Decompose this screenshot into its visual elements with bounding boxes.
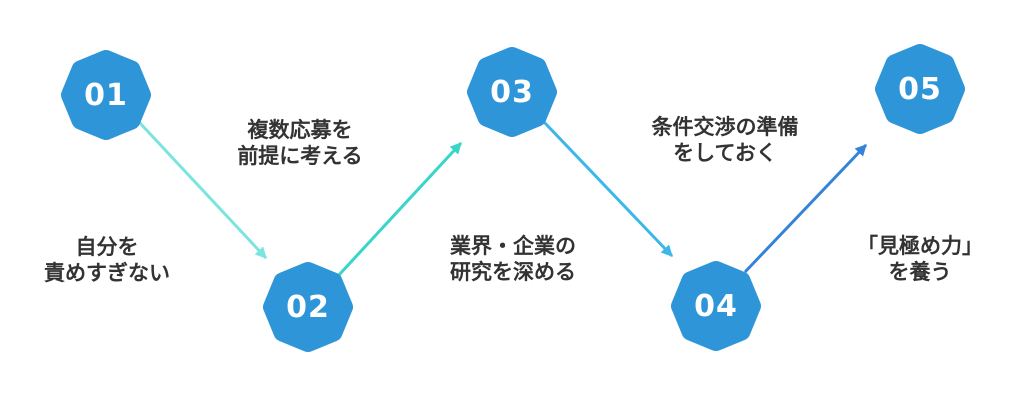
step-02-badge: 02 <box>262 261 354 353</box>
step-04-number: 04 <box>694 288 738 324</box>
arrow-step4-to-step5 <box>743 143 868 274</box>
step-05-label: 「見極め力」 を養う <box>810 233 1024 285</box>
arrow-step1-to-step2 <box>137 120 268 260</box>
step-04-label: 条件交渉の準備 をしておく <box>615 114 835 166</box>
step-03-label-line-1: 業界・企業の <box>450 234 576 258</box>
step-01-label: 自分を 責めすぎない <box>0 234 217 286</box>
step-01-label-line-1: 自分を <box>75 235 139 259</box>
step-02-number: 02 <box>286 289 330 325</box>
step-02-label: 複数応募を 前提に考える <box>190 117 410 169</box>
step-03-label: 業界・企業の 研究を深める <box>403 233 623 285</box>
arrow-step3-to-step4 <box>542 120 674 258</box>
arrow-step2-to-step3 <box>336 141 463 278</box>
step-04-badge: 04 <box>670 260 762 352</box>
step-02-label-line-2: 前提に考える <box>237 144 363 168</box>
step-05-label-line-2: を養う <box>888 260 952 284</box>
step-05-label-line-1: 「見極め力」 <box>857 234 983 258</box>
step-05-number: 05 <box>898 71 942 107</box>
octagon-shape <box>263 262 353 352</box>
step-02-label-line-1: 複数応募を <box>247 118 353 142</box>
step-03-label-line-2: 研究を深める <box>450 260 576 284</box>
step-03-number: 03 <box>490 74 534 110</box>
octagon-shape <box>671 261 761 351</box>
step-05-badge: 05 <box>874 43 966 135</box>
step-03-badge: 03 <box>466 46 558 138</box>
octagon-shape <box>61 50 151 140</box>
step-01-label-line-2: 責めすぎない <box>44 261 170 285</box>
step-01-number: 01 <box>84 77 128 113</box>
octagon-shape <box>875 44 965 134</box>
octagon-shape <box>467 47 557 137</box>
step-04-label-line-2: をしておく <box>673 141 777 165</box>
step-04-label-line-1: 条件交渉の準備 <box>651 115 799 139</box>
step-01-badge: 01 <box>60 49 152 141</box>
